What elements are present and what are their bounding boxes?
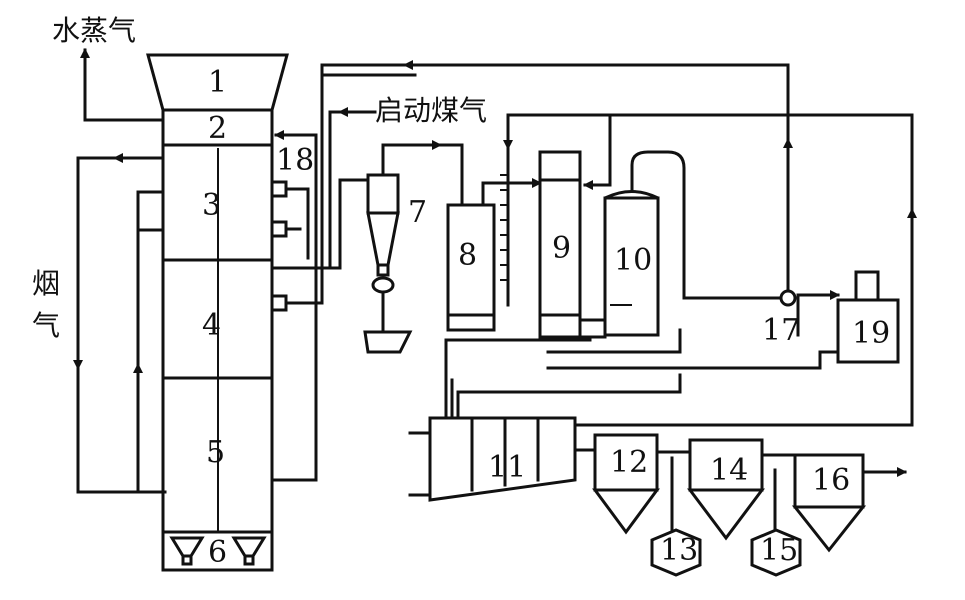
side-nozzles (270, 73, 417, 482)
column-10 (603, 150, 797, 337)
unit-label-6: 6 (208, 535, 227, 570)
cyclone-7 (363, 140, 464, 354)
steam-and-flue-lines (73, 48, 167, 494)
unit-label-5: 5 (206, 435, 225, 470)
flue-gas-label-2: 气 (32, 309, 60, 342)
drain-lines (444, 328, 914, 427)
unit-numbers: 1 2 3 4 5 6 7 8 9 10 11 12 13 14 15 16 1… (202, 65, 890, 570)
flue-gas-label-1: 烟 (32, 267, 60, 300)
column-9 (538, 150, 607, 339)
column-8 (446, 148, 542, 332)
top-lines (320, 60, 917, 427)
unit-label-8: 8 (458, 238, 477, 273)
reactor-section-2 (161, 108, 274, 147)
unit-label-15: 15 (760, 533, 798, 568)
unit-label-1: 1 (208, 65, 227, 100)
unit-label-9: 9 (552, 231, 571, 266)
valve-17 (779, 289, 797, 307)
steam-label: 水蒸气 (52, 14, 136, 47)
unit-label-17: 17 (762, 313, 800, 348)
separator-11 (408, 416, 577, 502)
unit-label-7: 7 (408, 195, 427, 230)
unit-label-14: 14 (710, 453, 748, 488)
unit-label-13: 13 (660, 533, 698, 568)
unit-label-12: 12 (610, 445, 648, 480)
unit-19 (796, 270, 900, 364)
unit-label-11: 11 (488, 450, 526, 485)
main-reactor (146, 53, 289, 572)
unit-label-18: 18 (276, 143, 314, 178)
startup-gas-label: 启动煤气 (375, 94, 487, 127)
unit-label-10: 10 (614, 243, 652, 278)
unit-label-2: 2 (208, 111, 227, 146)
unit-label-16: 16 (812, 463, 850, 498)
unit-label-19: 19 (852, 316, 890, 351)
unit-label-4: 4 (202, 308, 221, 343)
hopper-series (573, 433, 907, 577)
unit-label-3: 3 (202, 188, 221, 223)
